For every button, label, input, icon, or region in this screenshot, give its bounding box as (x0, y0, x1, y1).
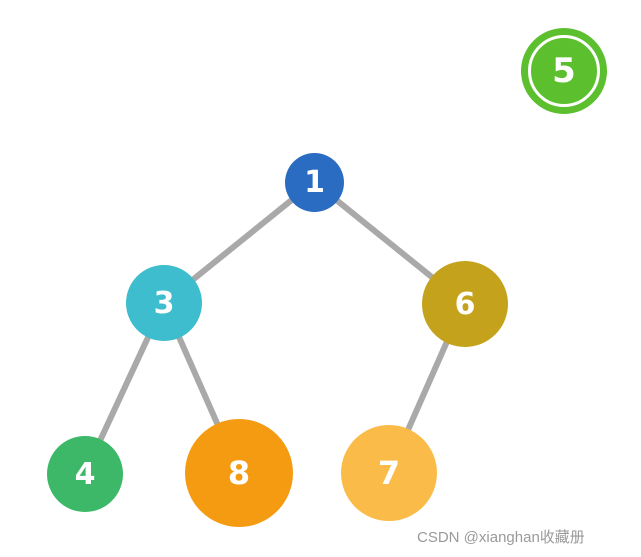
floating-node-label: 5 (552, 51, 576, 91)
node-label: 8 (227, 454, 251, 492)
node-label: 4 (74, 456, 96, 492)
node-label: 7 (377, 454, 401, 492)
node-label: 6 (454, 286, 476, 322)
node-label: 3 (153, 285, 175, 321)
floating-node-5: 5 (521, 28, 607, 114)
tree-node-1: 1 (285, 153, 344, 212)
tree-node-8: 8 (185, 419, 293, 527)
tree-node-6: 6 (422, 261, 508, 347)
node-label: 1 (304, 165, 325, 200)
tree-node-3: 3 (126, 265, 202, 341)
watermark: CSDN @xianghan收藏册 (417, 529, 585, 546)
tree-node-4: 4 (47, 436, 123, 512)
floating-node-ring: 5 (528, 35, 600, 107)
tree-node-7: 7 (341, 425, 437, 521)
